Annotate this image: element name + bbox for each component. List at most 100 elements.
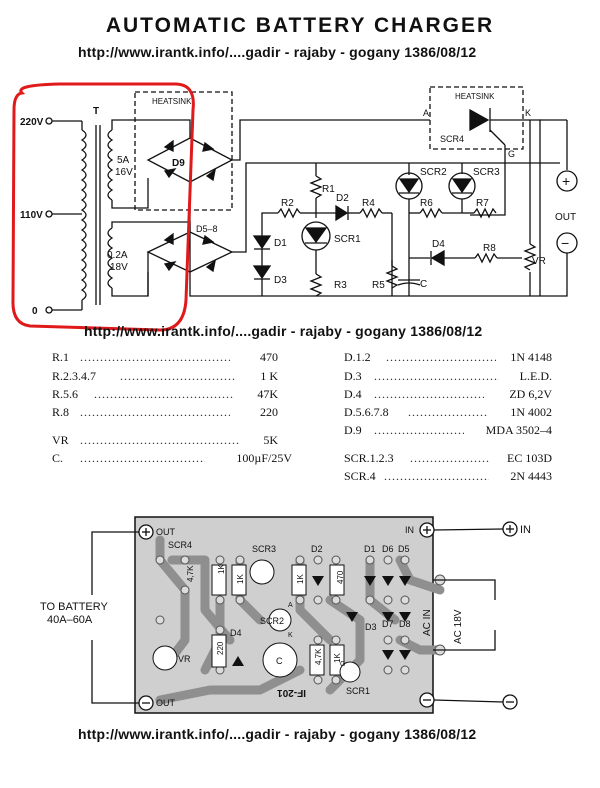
label-r3: R3 (334, 280, 347, 291)
part-value: MDA 3502–4 (485, 423, 552, 437)
pcb-label-scr2: SCR2 (260, 616, 284, 626)
part-value: L.E.D. (519, 369, 552, 383)
part-row: R.2.3.4.7 ..............................… (52, 369, 278, 383)
pcb-label-d4: D4 (230, 628, 242, 638)
pcb-diodes (232, 576, 411, 666)
pcb-label-d3: D3 (365, 622, 377, 632)
part-value: 2N 4443 (510, 469, 552, 483)
pcb-scr3 (249, 559, 275, 585)
resistor-r8: R8 (444, 243, 522, 264)
capacitor-c: C (397, 279, 427, 290)
part-row: C. .....................................… (52, 451, 292, 465)
pcb-label-board-id: IF-201 (277, 687, 306, 698)
part-name: D.4 (344, 387, 362, 401)
pcb-label-scr1: SCR1 (346, 686, 370, 696)
resistor-r4: R4 (348, 198, 392, 219)
part-name: R.2.3.4.7 (52, 369, 97, 383)
label-d2: D2 (336, 193, 349, 204)
pcb-resistor-1k-b (291, 564, 307, 596)
pcb-label-scr4: SCR4 (168, 540, 192, 550)
output-plus-terminal (556, 170, 578, 192)
part-name: R.5.6 (52, 387, 79, 401)
label-d9: D9 (172, 158, 185, 169)
pcb-resistor-4k7-b (309, 644, 325, 676)
part-name: C. (52, 451, 64, 465)
heatsink-box-1 (134, 91, 233, 211)
part-value: 100µF/25V (236, 451, 292, 465)
label-scr3: SCR3 (473, 167, 500, 178)
label-scr4: SCR4 (440, 134, 464, 144)
pcb-label-d7: D7 (382, 619, 394, 629)
pcb-label-r47k-2: 4,7K (314, 648, 323, 665)
pcb-label-out-top: OUT (156, 527, 176, 537)
pcb-label-d5: D5 (398, 544, 410, 554)
part-name: R.1 (52, 350, 70, 364)
label-vr: VR (532, 256, 546, 267)
label-scr4-cathode: K (525, 108, 531, 118)
label-scr1: SCR1 (334, 234, 361, 245)
pcb-label-r1k-2: 1K (296, 574, 305, 584)
pcb-label-out-bottom: OUT (156, 698, 176, 708)
highlight-outline (11, 82, 195, 332)
pcb-label-d8: D8 (399, 619, 411, 629)
part-row: R.1 ....................................… (52, 350, 278, 364)
pcb-label-ac-in: AC IN (422, 609, 433, 636)
source-url-top: http://www.irantk.info/....gadir - rajab… (78, 44, 477, 60)
pcb-vr (152, 645, 178, 671)
resistor-r6: R6 (409, 198, 462, 219)
pcb-label-r1k-4: 1K (217, 564, 226, 574)
pcb-label-r220: 220 (216, 641, 225, 655)
label-heatsink-2: HEATSINK (455, 92, 495, 101)
part-row: SCR.1.2.3 ..............................… (344, 451, 552, 465)
pcb-resistor-220 (211, 634, 227, 668)
label-output-plus: + (562, 173, 570, 189)
label-sec1-current: 5A (117, 155, 130, 166)
pcb-resistor-470 (329, 564, 345, 596)
label-r1: R1 (322, 184, 335, 195)
part-value: EC 103D (507, 451, 552, 465)
part-value: 1N 4148 (510, 350, 552, 364)
pcb-resistor-1k-a (231, 564, 247, 596)
part-row: SCR.4 ..................................… (344, 469, 552, 483)
transformer: T 5A 16V 0.2A 18V (52, 106, 133, 311)
part-name: VR (52, 433, 69, 447)
zener-d4: D4 (409, 239, 445, 267)
heatsink-box-2 (429, 86, 524, 150)
pcb-label-d1: D1 (364, 544, 376, 554)
pcb-label-r47k-1: 4,7K (186, 565, 195, 582)
part-value: 5K (263, 433, 278, 447)
label-110v: 110V (20, 210, 43, 221)
label-220v: 220V (20, 117, 44, 128)
part-row: D.1.2 ..................................… (344, 350, 552, 364)
potentiometer-vr: VR (523, 120, 546, 296)
pcb-label-scr1-g: G (340, 661, 345, 668)
part-row: D.9 ................................... … (344, 423, 552, 437)
label-d1: D1 (274, 238, 287, 249)
pcb-label-ac18: AC 18V (453, 609, 464, 644)
resistor-r1: R1 (309, 163, 335, 218)
part-name: R.8 (52, 405, 70, 419)
part-row: D.4 ....................................… (344, 387, 552, 401)
label-0v: 0 (32, 306, 38, 317)
label-scr2: SCR2 (420, 167, 447, 178)
part-value: 1 K (260, 369, 278, 383)
pcb-label-c: C (276, 656, 283, 666)
pcb-label-scr2-k: K (288, 632, 293, 639)
pcb-label-d6: D6 (382, 544, 394, 554)
bridge-d5-8: D5–8 (146, 224, 234, 273)
source-url-bottom: http://www.irantk.info/....gadir - rajab… (78, 726, 477, 742)
pcb-label-r1k-3: 1K (333, 653, 342, 663)
pcb-resistor-1k-c (329, 644, 345, 676)
label-output-minus: − (561, 235, 569, 251)
pcb-pads (155, 555, 446, 685)
part-value: ZD 6,2V (509, 387, 552, 401)
pcb-label-to-battery: TO BATTERY (40, 601, 109, 613)
pcb-label-scr3: SCR3 (252, 544, 276, 554)
label-transformer: T (93, 106, 99, 117)
part-name: D.5.6.7.8 (344, 405, 389, 419)
label-scr4-anode: A (423, 108, 429, 118)
pcb-scr2 (268, 608, 292, 632)
pcb-resistor-4k7 (211, 564, 227, 596)
part-row: VR .....................................… (52, 433, 278, 447)
